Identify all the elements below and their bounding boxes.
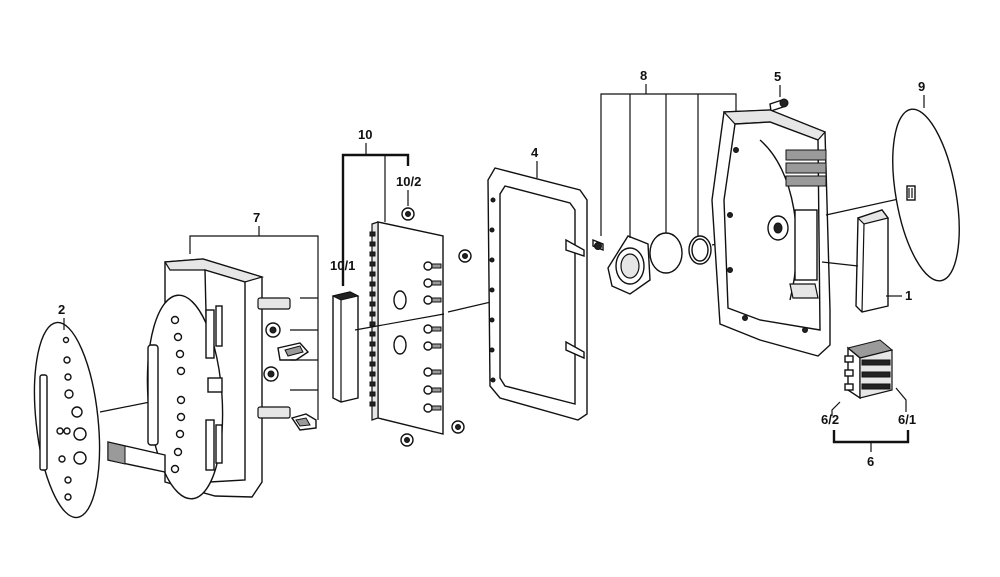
label-6: 6 [867, 454, 874, 469]
label-10-2: 10/2 [396, 174, 421, 189]
label-1: 1 [905, 288, 912, 303]
part-10-2-screws [400, 207, 472, 447]
label-8: 8 [640, 68, 647, 83]
label-6-2: 6/2 [821, 412, 839, 427]
bracket-8 [600, 93, 737, 236]
part-6-element-block [844, 339, 894, 400]
part-1-cover [855, 209, 890, 313]
part-9-rear-gasket [892, 108, 960, 282]
label-6-1: 6/1 [898, 412, 916, 427]
label-5: 5 [774, 69, 781, 84]
part-8-fittings [592, 232, 712, 295]
part-10-circuit-board [369, 221, 444, 435]
bracket-10 [341, 153, 410, 286]
label-7: 7 [253, 210, 260, 225]
part-10-1-bar [331, 291, 360, 403]
bracket-6 [832, 430, 910, 444]
part-4-frame-seal [487, 167, 588, 421]
part-5-screw [769, 98, 789, 112]
part-7-front-frame [107, 258, 317, 500]
label-2: 2 [58, 302, 65, 317]
label-4: 4 [531, 145, 539, 160]
label-10: 10 [358, 127, 372, 142]
part-2-gasket [33, 321, 101, 519]
bracket-7 [189, 235, 319, 420]
assembly-line-10 [354, 313, 445, 331]
label-9: 9 [918, 79, 925, 94]
main-housing [711, 109, 831, 357]
